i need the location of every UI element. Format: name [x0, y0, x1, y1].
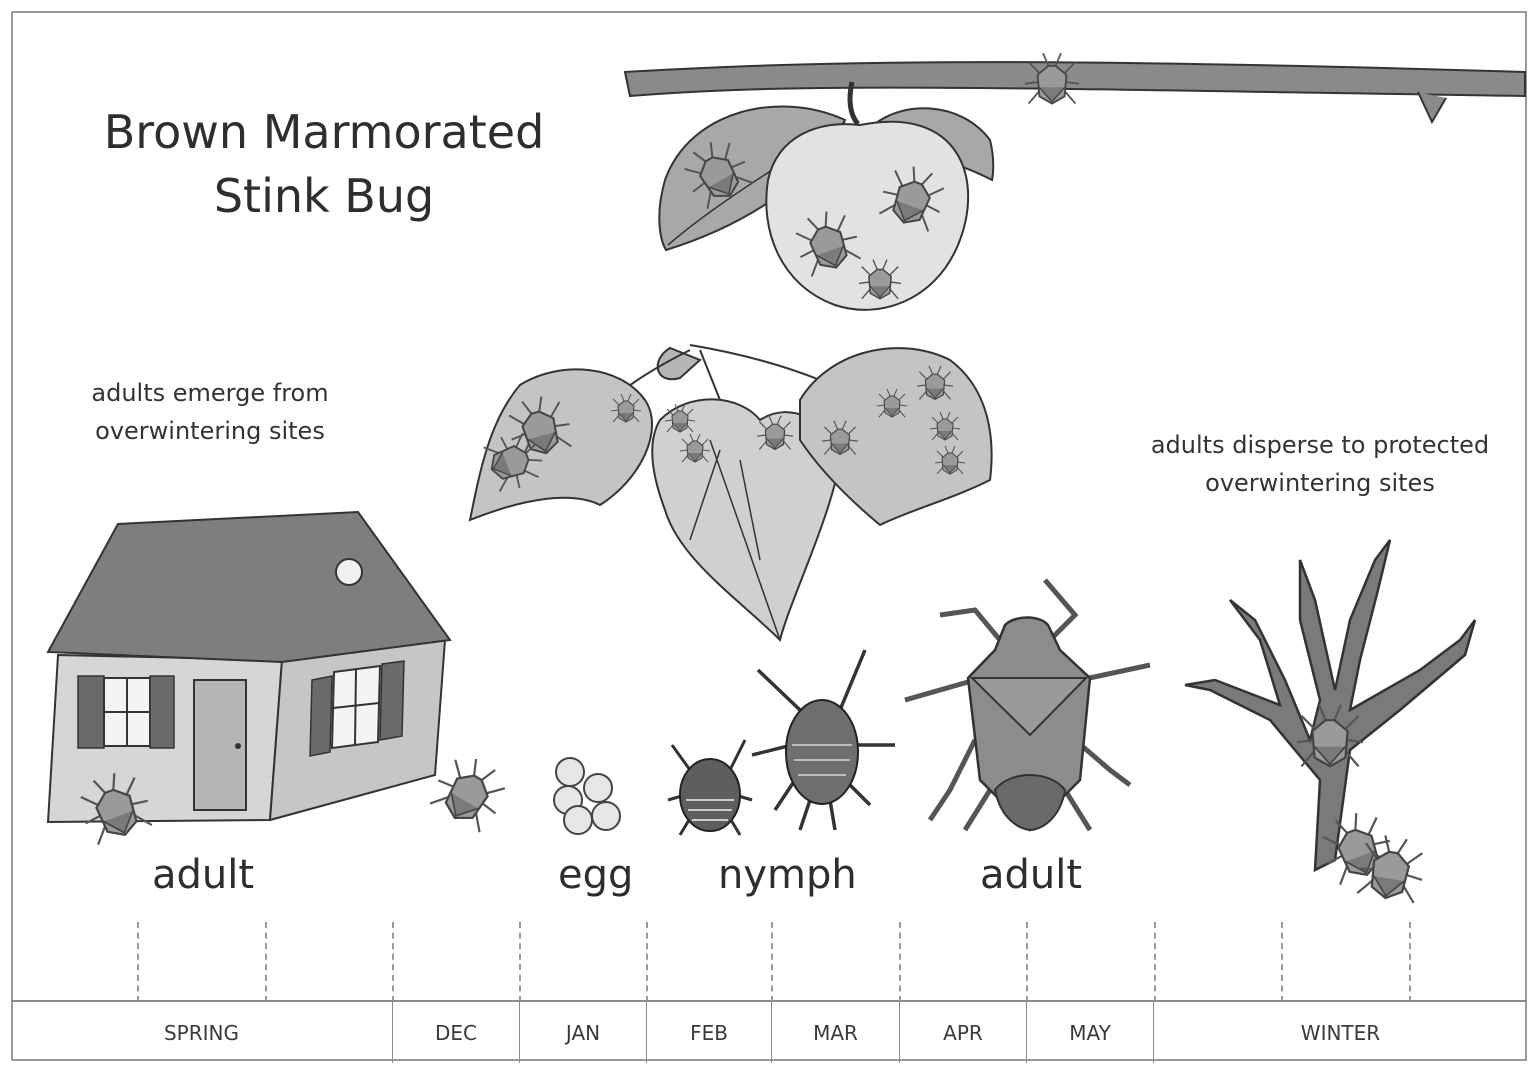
timeline-tick — [1409, 922, 1411, 1002]
note-disperse-line-2: overwintering sites — [1130, 464, 1510, 502]
title-line-1: Brown Marmorated — [0, 100, 648, 164]
note-emerge-line-2: overwintering sites — [60, 412, 360, 450]
adult-bug — [905, 580, 1150, 830]
season-timeline: SPRING DEC JAN FEB MAR APR MAY WINTER — [11, 1000, 1527, 1063]
timeline-tick — [519, 922, 521, 1002]
title-line-2: Stink Bug — [0, 164, 648, 228]
house — [48, 512, 514, 846]
timeline-tick — [771, 922, 773, 1002]
timeline-cell-winter: WINTER — [1154, 1002, 1527, 1063]
timeline-cell-dec: DEC — [393, 1002, 520, 1063]
stage-label-adult-2: adult — [980, 852, 1082, 898]
timeline-cell-apr: APR — [900, 1002, 1027, 1063]
stage-label-egg: egg — [558, 852, 633, 898]
stage-label-nymph: nymph — [718, 852, 857, 898]
timeline-tick — [137, 922, 139, 1002]
nymph-large — [752, 650, 895, 830]
timeline-tick — [265, 922, 267, 1002]
timeline-tick — [646, 922, 648, 1002]
timeline-tick — [392, 922, 394, 1002]
note-emerge: adults emerge from overwintering sites — [60, 374, 360, 450]
nymph-small — [668, 740, 752, 835]
timeline-tick — [1154, 922, 1156, 1002]
timeline-tick — [899, 922, 901, 1002]
timeline-tick — [1281, 922, 1283, 1002]
timeline-cell-spring: SPRING — [11, 1002, 393, 1063]
egg-mass — [554, 758, 620, 834]
diagram-title: Brown Marmorated Stink Bug — [0, 100, 648, 228]
timeline-cell-jan: JAN — [520, 1002, 647, 1063]
note-emerge-line-1: adults emerge from — [60, 374, 360, 412]
timeline-cell-mar: MAR — [772, 1002, 900, 1063]
bare-tree — [1185, 540, 1475, 904]
timeline-cell-may: MAY — [1027, 1002, 1154, 1063]
leaf-cluster — [470, 345, 992, 640]
timeline-cell-feb: FEB — [647, 1002, 772, 1063]
apple-with-leaves — [659, 53, 1079, 310]
stage-label-adult-1: adult — [152, 852, 254, 898]
note-disperse-line-1: adults disperse to protected — [1130, 426, 1510, 464]
timeline-tick — [1026, 922, 1028, 1002]
note-disperse: adults disperse to protected overwinteri… — [1130, 426, 1510, 502]
